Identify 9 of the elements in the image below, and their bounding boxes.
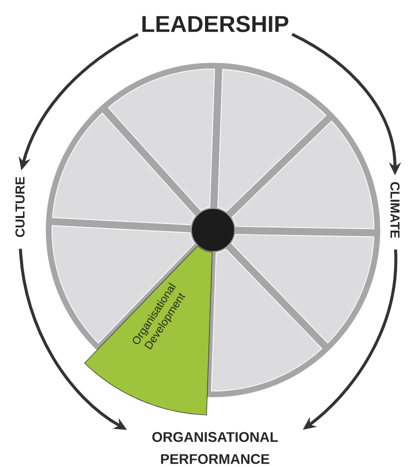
wheel-segment bbox=[108, 68, 216, 211]
wheel-segment bbox=[52, 112, 196, 226]
concept-label: CULTURE bbox=[15, 176, 25, 238]
wheel-segment bbox=[210, 248, 322, 392]
concept-label: ORGANISATIONAL PERFORMANCE bbox=[152, 432, 278, 464]
wheel-segment bbox=[232, 120, 374, 230]
hub-circle bbox=[192, 208, 234, 252]
concept-label: CLIMATE bbox=[390, 182, 400, 238]
concept-label: LEADERSHIP bbox=[142, 16, 288, 32]
